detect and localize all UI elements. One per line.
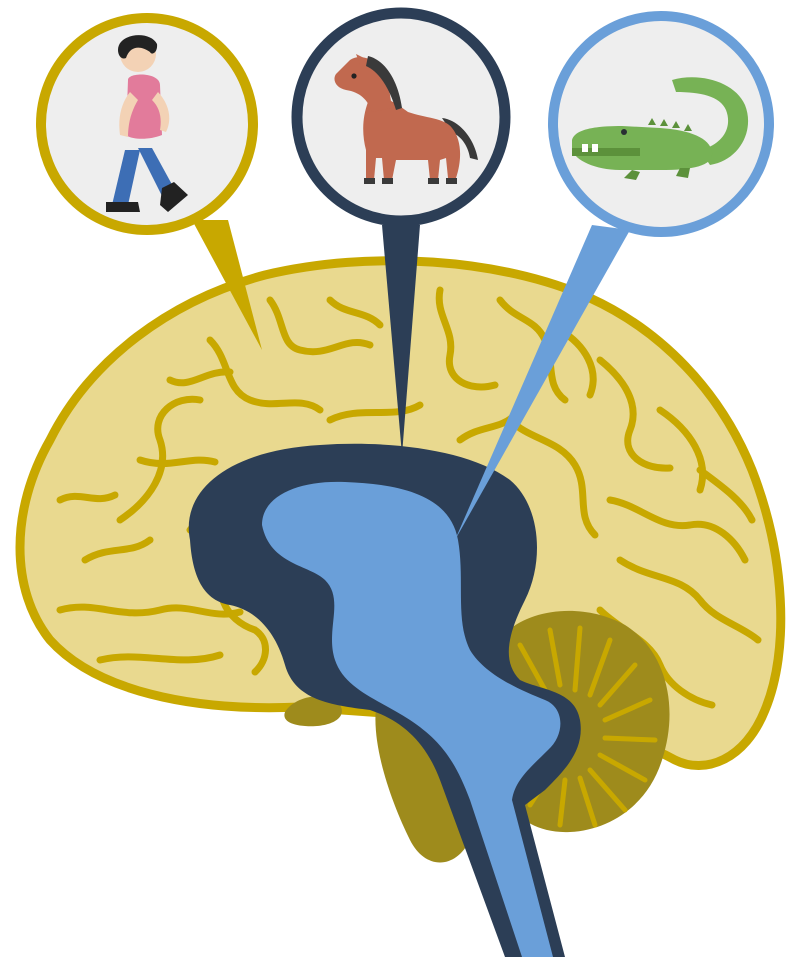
limbic-callout [297,13,505,221]
neocortex-callout [41,18,253,230]
reptilian-callout [553,16,769,232]
